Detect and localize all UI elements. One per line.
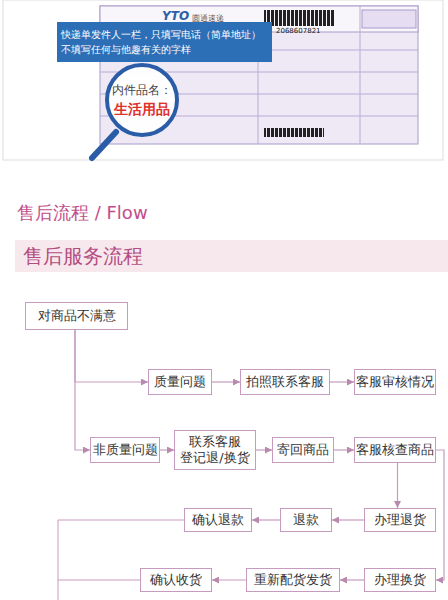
- process-box: 办理退货: [364, 508, 436, 532]
- callout-text: 快递单发件人一栏，只填写电话（简单地址） 不填写任何与他趣有关的字样: [61, 27, 268, 58]
- lens-text: 生活用品: [114, 101, 170, 119]
- lens-text: 内件品名：: [112, 82, 172, 99]
- logo-text: YTO: [162, 9, 189, 23]
- picture-frame: [3, 0, 443, 160]
- box-text: 重新配货发货: [254, 572, 332, 588]
- box-text: 客服核查商品: [356, 442, 434, 458]
- process-box: 客服核查商品: [354, 437, 436, 463]
- process-box: 拍照联系客服: [240, 369, 330, 395]
- process-box: 办理换货: [364, 568, 436, 592]
- process-box: 重新配货发货: [246, 568, 340, 592]
- flow-arrow: [330, 381, 354, 382]
- flow-arrow: [340, 579, 364, 580]
- band-text: 售后服务流程: [23, 243, 143, 270]
- flow-arrow: [332, 519, 364, 520]
- lens-outline: [104, 62, 180, 138]
- process-box: 确认退款: [184, 508, 252, 532]
- box-text: 确认退款: [192, 512, 244, 528]
- flow-arrow: [212, 579, 246, 580]
- flow-arrow: [436, 450, 444, 580]
- box-text: 客服审核情况: [356, 374, 434, 390]
- section-band: 售后服务流程: [15, 240, 448, 272]
- process-box: 质量问题: [148, 369, 212, 395]
- flow-arrow: [212, 381, 240, 382]
- box-text: 对商品不满意: [38, 308, 116, 324]
- process-box: 确认收货: [140, 568, 212, 592]
- box-text: 寄回商品: [277, 442, 329, 458]
- magnifier-handle: [92, 132, 116, 158]
- process-box: 客服审核情况: [354, 369, 436, 395]
- flow-arrow: [256, 449, 272, 450]
- barcode: [264, 128, 324, 137]
- flow-arrow: [397, 463, 398, 508]
- box-text: 非质量问题: [93, 442, 158, 458]
- callout-banner: 快递单发件人一栏，只填写电话（简单地址） 不填写任何与他趣有关的字样: [57, 22, 272, 62]
- magnifier-lens: 内件品名： 生活用品: [104, 62, 180, 138]
- flow-arrow: [75, 330, 90, 450]
- barcode: [264, 10, 334, 26]
- spacer-line: [0, 285, 448, 286]
- process-box: 非质量问题: [90, 437, 160, 463]
- process-box: 退款: [280, 508, 332, 532]
- flow-arrow: [75, 330, 148, 382]
- barcode-number: 2068607821: [276, 27, 321, 35]
- box-text: 办理退货: [374, 512, 426, 528]
- box-text: 办理换货: [374, 572, 426, 588]
- flow-arrow: [334, 449, 354, 450]
- waybill-stamp: [362, 10, 416, 28]
- brand-text: 圆通速递: [192, 13, 224, 24]
- process-box: 寄回商品: [272, 437, 334, 463]
- flow-arrow: [160, 449, 174, 450]
- flow-arrow: [252, 519, 280, 520]
- process-box: 联系客服 登记退/换货: [174, 430, 256, 470]
- box-text: 退款: [293, 512, 319, 528]
- process-box: 对商品不满意: [25, 302, 128, 330]
- box-text: 拍照联系客服: [246, 374, 324, 390]
- lens-ring: [107, 65, 177, 135]
- box-text: 确认收货: [150, 572, 202, 588]
- box-text: 联系客服 登记退/换货: [179, 434, 251, 467]
- box-text: 质量问题: [154, 374, 206, 390]
- section-title: 售后流程 / Flow: [17, 201, 148, 225]
